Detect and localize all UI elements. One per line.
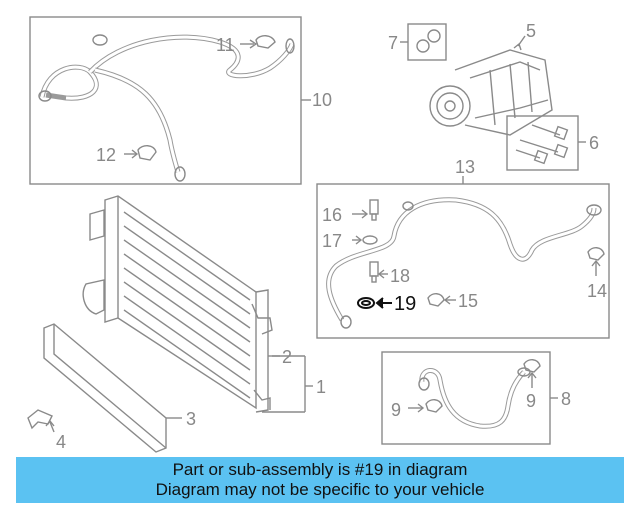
callout-13: 13	[455, 157, 476, 177]
part-16-sensor	[352, 199, 379, 221]
callout-7: 7	[388, 33, 399, 53]
part-15-clip	[427, 293, 456, 307]
part-12-clip	[124, 145, 157, 161]
callout-5: 5	[526, 21, 537, 41]
bolts-6	[515, 124, 569, 165]
condenser-1	[82, 195, 313, 413]
part-19-o-ring	[357, 297, 392, 309]
group-box-13	[316, 183, 610, 339]
callout-14: 14	[587, 281, 608, 301]
callout-10: 10	[312, 90, 333, 110]
part-14-clip	[587, 247, 605, 276]
hose-assembly-10	[38, 34, 295, 182]
callout-9-left: 9	[391, 400, 402, 420]
callout-2: 2	[282, 347, 293, 367]
part-18-sensor	[369, 261, 388, 283]
hose-assembly-13	[326, 197, 602, 329]
info-banner: Part or sub-assembly is #19 in diagram D…	[16, 457, 624, 503]
part-17-washer	[352, 235, 378, 245]
hose-assembly-8	[418, 367, 531, 429]
callout-9-right: 9	[526, 391, 537, 411]
callout-16: 16	[322, 205, 343, 225]
banner-line-1: Part or sub-assembly is #19 in diagram	[172, 460, 468, 479]
callout-6: 6	[589, 133, 600, 153]
banner-line-2: Diagram may not be specific to your vehi…	[155, 480, 485, 499]
callout-11: 11	[216, 35, 235, 55]
callout-19: 19	[394, 293, 417, 315]
callout-3: 3	[186, 409, 197, 429]
callout-1: 1	[316, 377, 327, 397]
bracket-4	[27, 409, 55, 433]
part-9-clip-right	[523, 359, 541, 388]
callout-17: 17	[322, 231, 343, 251]
callout-15: 15	[458, 291, 479, 311]
callout-4: 4	[56, 432, 67, 452]
callout-12: 12	[96, 145, 117, 165]
part-9-clip-left	[408, 399, 443, 413]
panel-3	[43, 323, 182, 453]
part-6-box	[506, 115, 579, 171]
callout-18: 18	[390, 266, 411, 286]
callout-8: 8	[561, 389, 572, 409]
compressor-5	[429, 35, 553, 136]
part-11-clip	[240, 35, 276, 49]
